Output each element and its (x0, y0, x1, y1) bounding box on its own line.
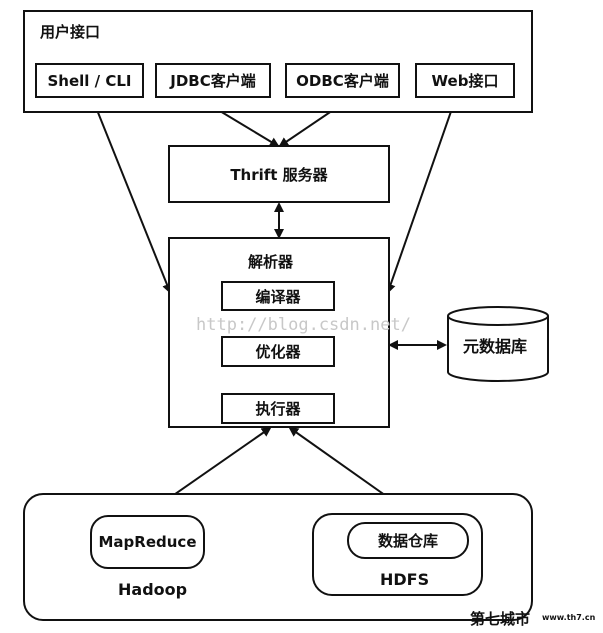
arrow-shell-driver (92, 99, 172, 294)
metastore-label: 元数据库 (463, 337, 528, 356)
shell-cli-label: Shell / CLI (47, 71, 132, 90)
odbc-client-box: ODBC客户端 (285, 63, 400, 98)
executor-box: 执行器 (221, 393, 335, 424)
web-interface-box: Web接口 (415, 63, 515, 98)
hdfs-label: HDFS (380, 570, 430, 589)
compiler-box: 编译器 (221, 281, 335, 311)
mapreduce-box: MapReduce (90, 515, 205, 569)
optimizer-label: 优化器 (255, 343, 301, 361)
executor-label: 执行器 (255, 400, 301, 418)
arrow-web-driver (385, 99, 456, 294)
jdbc-client-box: JDBC客户端 (155, 63, 271, 98)
thrift-server-label: Thrift 服务器 (230, 165, 328, 184)
thrift-server-box: Thrift 服务器 (168, 145, 390, 203)
optimizer-box: 优化器 (221, 336, 335, 367)
jdbc-client-label: JDBC客户端 (170, 72, 256, 90)
driver-title: 解析器 (248, 253, 294, 271)
mapreduce-label: MapReduce (98, 533, 197, 551)
footer-site: www.th7.cn (542, 613, 596, 622)
compiler-label: 编译器 (255, 287, 301, 306)
odbc-client-label: ODBC客户端 (296, 72, 389, 90)
footer-brand: 第七城市 (470, 610, 531, 628)
shell-cli-box: Shell / CLI (35, 63, 144, 98)
data-warehouse-label: 数据仓库 (377, 532, 438, 550)
metastore-cylinder (447, 306, 549, 382)
hadoop-label: Hadoop (118, 580, 188, 599)
watermark-url: http://blog.csdn.net/ (196, 315, 411, 335)
user-interface-title: 用户接口 (40, 23, 101, 41)
data-warehouse-box: 数据仓库 (347, 522, 469, 559)
web-interface-label: Web接口 (431, 72, 499, 90)
